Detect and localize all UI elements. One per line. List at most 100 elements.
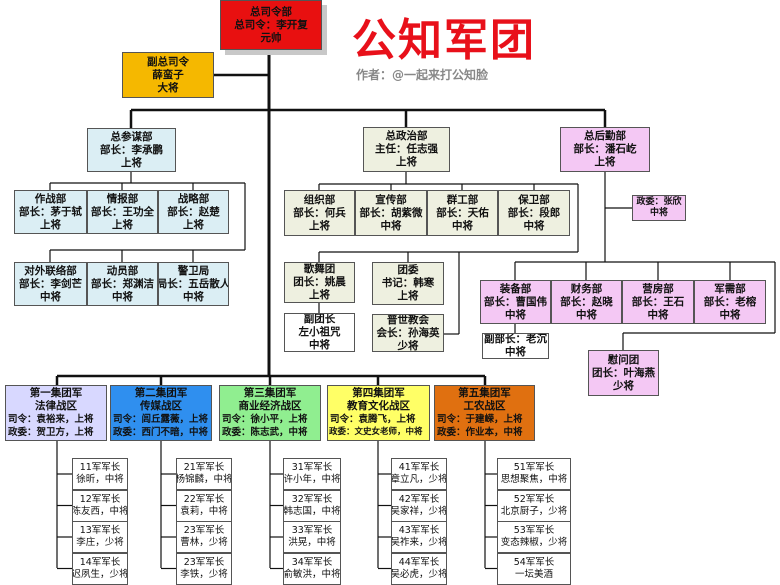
- node-line: 宣传部: [375, 193, 407, 206]
- node-line: 总司令部: [250, 5, 292, 18]
- node-c12: 12军军长陈友西，中将: [72, 489, 128, 522]
- node-line: 总政治部: [385, 130, 428, 142]
- node-line: 工农战区: [463, 400, 506, 412]
- node-c44: 44军军长吴必虎，少将: [391, 552, 447, 585]
- node-line: 组织部: [303, 193, 336, 206]
- node-c31: 31军军长许小年，中将: [283, 458, 341, 490]
- node-comfort: 慰问团团长：叶海燕少将: [588, 350, 659, 396]
- node-troupe-deputy: 副团长左小祖咒中将: [284, 313, 355, 352]
- node-c34: 34军军长俞敏洪，中将: [283, 552, 341, 585]
- node-line: 许小年，中将: [283, 474, 341, 485]
- node-line: 中将: [112, 290, 133, 303]
- node-line: 部长：王石: [631, 295, 685, 308]
- node-line: 部长：李承鹏: [100, 143, 163, 156]
- node-line: 上将: [112, 218, 133, 231]
- node-line: 23军军长: [183, 525, 225, 536]
- node-line: 上将: [121, 156, 142, 169]
- node-line: 上将: [40, 218, 61, 231]
- node-line: 商业经济战区: [238, 400, 302, 412]
- node-line: 13军军长: [79, 525, 121, 536]
- node-line: 51军军长: [513, 462, 555, 473]
- node-org: 组织部部长：何兵上将: [284, 190, 355, 236]
- node-line: 杨锦麟，中将: [176, 474, 232, 485]
- node-line: 总参谋部: [110, 130, 153, 143]
- node-line: 警卫局: [177, 264, 210, 277]
- node-line: 第四集团军: [352, 387, 405, 399]
- node-c43: 43军军长吴祚来，少将: [391, 521, 447, 553]
- node-line: 上将: [309, 289, 330, 301]
- node-army2: 第二集团军传媒战区司令：闾丘露薇，上将政委：西门不暗，中将: [110, 385, 212, 441]
- node-line: 作战部: [34, 192, 67, 205]
- node-youth: 团委书记：韩寒上将: [372, 262, 444, 305]
- node-line: 中将: [505, 346, 526, 358]
- node-c13: 13军军长李庄，少将: [72, 521, 128, 553]
- node-guard: 警卫局局长：五岳散人中将: [158, 262, 229, 306]
- node-line: 21军军长: [183, 462, 225, 473]
- node-line: 12军军长: [79, 493, 121, 505]
- node-line: 中将: [576, 308, 597, 321]
- node-line: 中将: [523, 219, 545, 232]
- node-ops: 作战部部长：茅于轼上将: [14, 190, 87, 234]
- node-line: 一坛美酒: [514, 568, 553, 580]
- node-line: 第二集团军: [134, 387, 188, 399]
- node-log-commissar: 政委：张欣中将: [632, 195, 686, 221]
- node-line: 政委：陈志武，中将: [222, 427, 308, 438]
- node-line: 歌舞团: [303, 263, 336, 275]
- node-line: 第一集团军: [29, 387, 83, 399]
- node-line: 部长：郑渊洁: [91, 277, 154, 290]
- author-credit: 作者：@一起来打公知脸: [356, 68, 489, 82]
- node-line: 上将: [309, 219, 330, 232]
- node-line: 部长：天佑: [436, 206, 489, 219]
- node-line: 部长：赵晓: [560, 295, 613, 308]
- node-line: 14军军长: [79, 556, 121, 568]
- node-line: 慰问团: [607, 353, 640, 366]
- node-line: 副总司令: [147, 55, 189, 68]
- node-line: 情报部: [106, 192, 139, 205]
- node-line: 34军军长: [291, 556, 333, 568]
- node-line: 上将: [396, 156, 417, 168]
- node-line: 部长：段郎: [507, 206, 561, 219]
- node-line: 政委：作业本，中将: [437, 427, 523, 438]
- node-army3: 第三集团军商业经济战区司令：徐小平，上将政委：陈志武，中将: [219, 385, 321, 441]
- node-c23a: 23军军长曹林，少将: [176, 521, 232, 553]
- node-line: 上将: [397, 290, 419, 302]
- node-line: 部长：李剑芒: [19, 277, 82, 290]
- node-line: 第三集团军: [243, 387, 297, 399]
- node-line: 战略部: [177, 192, 210, 205]
- node-line: 11军军长: [79, 462, 121, 473]
- node-line: 群工部: [446, 193, 479, 206]
- node-line: 部长：赵楚: [167, 205, 220, 218]
- node-line: 副团长: [303, 313, 336, 325]
- node-line: 总司令：李开复: [234, 18, 308, 31]
- node-line: 中将: [380, 219, 402, 232]
- node-line: 会长：孙海英: [376, 326, 440, 339]
- node-line: 中将: [183, 290, 204, 303]
- node-line: 团委: [397, 264, 419, 276]
- node-line: 变态辣椒，少将: [500, 537, 568, 548]
- node-line: 43军军长: [398, 525, 440, 536]
- node-c54: 54军军长一坛美酒: [497, 552, 571, 585]
- node-line: 副部长：老沉: [484, 333, 547, 345]
- node-line: 洪晃，中将: [288, 537, 336, 548]
- node-line: 大将: [157, 81, 179, 94]
- node-line: 总后勤部: [584, 130, 626, 142]
- node-line: 军需部: [714, 282, 746, 295]
- node-c23b: 23军军长李铁，少将: [176, 552, 232, 585]
- node-line: 上将: [594, 156, 616, 168]
- node-strategy: 战略部部长：赵楚上将: [158, 190, 229, 234]
- node-barracks: 营房部部长：王石中将: [622, 280, 694, 324]
- node-line: 第五集团军: [458, 387, 511, 399]
- node-line: 普世教会: [387, 314, 429, 326]
- node-line: 中将: [40, 290, 61, 303]
- node-army5: 第五集团军工农战区司令：于建嵘，上将政委：作业本，中将: [434, 385, 535, 441]
- node-line: 吴必虎，少将: [391, 568, 447, 580]
- node-equipment: 装备部部长：曹国伟中将: [480, 280, 551, 324]
- node-c51: 51军军长思想聚焦，中将: [497, 458, 571, 490]
- chart-title: 公知军团: [352, 15, 536, 66]
- node-line: 曹林，少将: [180, 537, 228, 548]
- node-line: 23军军长: [183, 556, 225, 568]
- node-line: 司令：闾丘露薇，上将: [113, 414, 209, 425]
- node-line: 薛蛮子: [152, 68, 184, 81]
- node-line: 部长：茅于轼: [19, 205, 82, 218]
